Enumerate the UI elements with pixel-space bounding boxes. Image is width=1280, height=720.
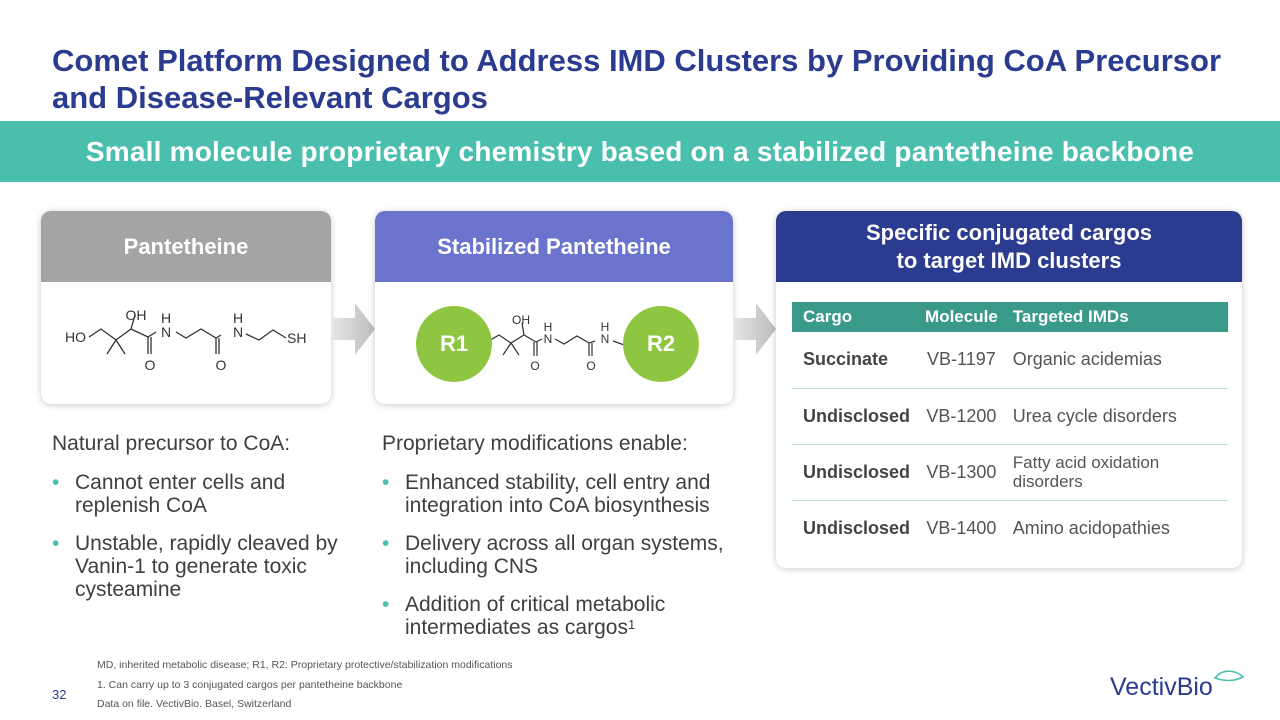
amide-n-label: N (161, 324, 171, 340)
pantetheine-bullet-list: Cannot enter cells and replenish CoA Uns… (52, 471, 342, 601)
footnote-line: 1. Can carry up to 3 conjugated cargos p… (97, 678, 403, 691)
card-header-line: to target IMD clusters (896, 247, 1122, 273)
targeted-imd-cell: Organic acidemias (1001, 332, 1228, 389)
footnote-line: MD, inherited metabolic disease; R1, R2:… (97, 659, 513, 671)
cargo-cell: Succinate (792, 332, 922, 389)
oh-label: OH (512, 313, 530, 327)
column-header-cargo: Cargo (792, 302, 922, 332)
vectivbio-logo: VectivBio (1110, 670, 1245, 701)
footnotes: MD, inherited metabolic disease; R1, R2:… (97, 656, 513, 715)
molecule-cell: VB-1197 (921, 332, 1002, 389)
bullet-item: Enhanced stability, cell entry and integ… (382, 471, 732, 517)
cargo-table: Cargo Molecule Targeted IMDs Succinate V… (792, 302, 1228, 556)
molecule-cell: VB-1200 (921, 388, 1002, 445)
r1-group-badge: R1 (416, 306, 492, 382)
sh-label: SH (287, 330, 306, 346)
conjugated-cargos-card: Specific conjugated cargos to target IMD… (776, 211, 1242, 568)
stabilized-bullet-list: Enhanced stability, cell entry and integ… (382, 471, 732, 639)
arrow-right-icon (734, 303, 776, 355)
pantetheine-structure: OH HO H N H N SH O O (41, 282, 331, 404)
amide-h-label: H (601, 320, 610, 334)
carbonyl-o-label: O (145, 357, 156, 373)
carbonyl-o-label: O (530, 359, 539, 373)
pantetheine-description: Natural precursor to CoA: Cannot enter c… (52, 432, 342, 616)
amide-h-label: H (544, 320, 553, 334)
stabilized-pantetheine-structure: OH H N H N O O R1 R2 (375, 282, 733, 404)
pantetheine-card-header: Pantetheine (41, 211, 331, 282)
amide-n-label: N (233, 324, 243, 340)
pantetheine-molecule-diagram: OH HO H N H N SH O O (65, 307, 306, 373)
targeted-imd-cell: Fatty acid oxidation disorders (1001, 444, 1228, 501)
carbonyl-o-label: O (586, 359, 595, 373)
amide-h-label: H (233, 310, 243, 326)
logo-text: VectivBio (1110, 673, 1213, 701)
stabilized-description: Proprietary modifications enable: Enhanc… (382, 432, 732, 654)
stabilized-pantetheine-card-header: Stabilized Pantetheine (375, 211, 733, 282)
arrow-right-icon (333, 303, 375, 355)
molecule-cell: VB-1300 (921, 444, 1002, 501)
carbonyl-o-label: O (216, 357, 227, 373)
bullet-item: Unstable, rapidly cleaved by Vanin-1 to … (52, 532, 342, 601)
r2-group-badge: R2 (623, 306, 699, 382)
oh-label: OH (126, 307, 147, 323)
cargo-cell: Undisclosed (792, 444, 922, 501)
stabilized-molecule-diagram: OH H N H N O O (486, 313, 628, 373)
pantetheine-card: Pantetheine OH HO H N H N SH O O (41, 211, 331, 404)
stabilized-pantetheine-card: Stabilized Pantetheine OH H N H N O O (375, 211, 733, 404)
pantetheine-lead-text: Natural precursor to CoA: (52, 432, 291, 455)
column-header-targeted-imds: Targeted IMDs (1001, 302, 1228, 332)
table-row: Undisclosed VB-1400 Amino acidopathies (792, 500, 1228, 556)
cargo-cell: Undisclosed (803, 517, 911, 538)
bullet-item: Delivery across all organ systems, inclu… (382, 532, 732, 578)
table-header-row: Cargo Molecule Targeted IMDs (792, 302, 1228, 332)
cargo-cell: Undisclosed (792, 388, 922, 445)
column-header-molecule: Molecule (921, 302, 1002, 332)
page-number: 32 (52, 687, 67, 702)
amide-n-label: N (601, 332, 610, 346)
table-row: Undisclosed VB-1300 Fatty acid oxidation… (792, 444, 1228, 501)
table-row: Undisclosed VB-1200 Urea cycle disorders (792, 388, 1228, 445)
logo-leaf-icon (1213, 670, 1245, 682)
amide-h-label: H (161, 310, 171, 326)
molecule-cell: VB-1400 (926, 517, 997, 538)
page-title: Comet Platform Designed to Address IMD C… (52, 43, 1222, 115)
card-header-line: Specific conjugated cargos (865, 219, 1153, 245)
footnote-marker: 1 (627, 617, 636, 632)
subtitle-banner: Small molecule proprietary chemistry bas… (0, 121, 1280, 182)
bullet-text: Addition of critical metabolic intermedi… (405, 593, 666, 639)
footnote-line: Data on file. VectivBio. Basel, Switzerl… (97, 698, 292, 710)
targeted-imd-cell: Amino acidopathies (1012, 517, 1170, 538)
bullet-item: Cannot enter cells and replenish CoA (52, 471, 342, 517)
stabilized-lead-text: Proprietary modifications enable: (382, 432, 688, 455)
table-row: Succinate VB-1197 Organic acidemias (792, 332, 1228, 389)
ho-label: HO (65, 329, 86, 345)
bullet-item: Addition of critical metabolic intermedi… (382, 593, 732, 639)
amide-n-label: N (544, 332, 553, 346)
targeted-imd-cell: Urea cycle disorders (1001, 388, 1228, 445)
conjugated-cargos-card-header: Specific conjugated cargos to target IMD… (776, 211, 1242, 282)
